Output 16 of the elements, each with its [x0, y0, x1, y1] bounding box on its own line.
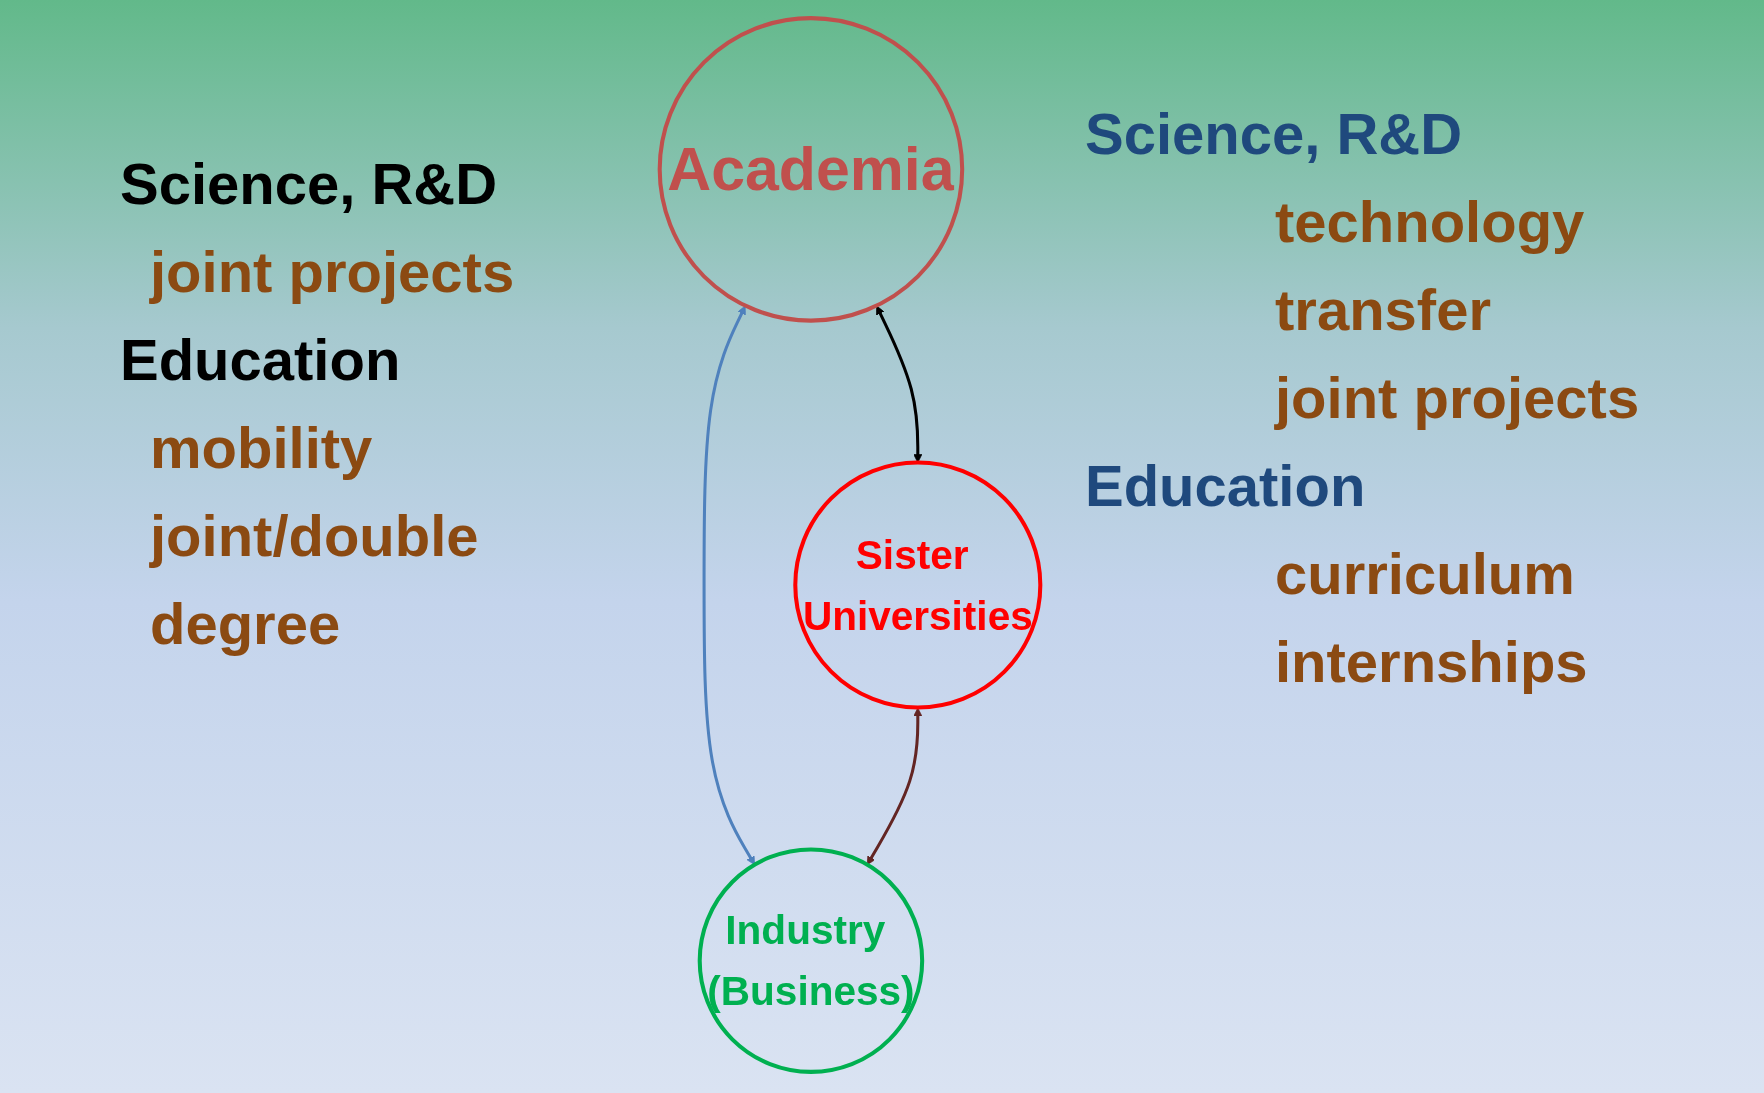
node-circle: Sister Universities: [793, 460, 1043, 710]
activity-text: curriculum: [1274, 540, 1576, 608]
arrow: [876, 305, 923, 463]
arrow: [702, 305, 756, 866]
node-circle: Academia: [657, 16, 965, 323]
category-heading: Science, R&D: [1085, 100, 1464, 168]
activity-text: joint projects: [148, 238, 516, 306]
category-heading: Education: [1085, 452, 1367, 520]
category-heading: Education: [120, 326, 402, 394]
activity-text: internships: [1274, 628, 1589, 696]
activity-text: mobility: [149, 414, 374, 482]
arrow: [866, 707, 923, 866]
activity-text: joint projects: [1273, 364, 1641, 432]
activity-text: joint/double degree: [148, 502, 480, 658]
category-heading: Science, R&D: [120, 150, 499, 218]
node-circle: Industry (Business): [697, 847, 925, 1074]
